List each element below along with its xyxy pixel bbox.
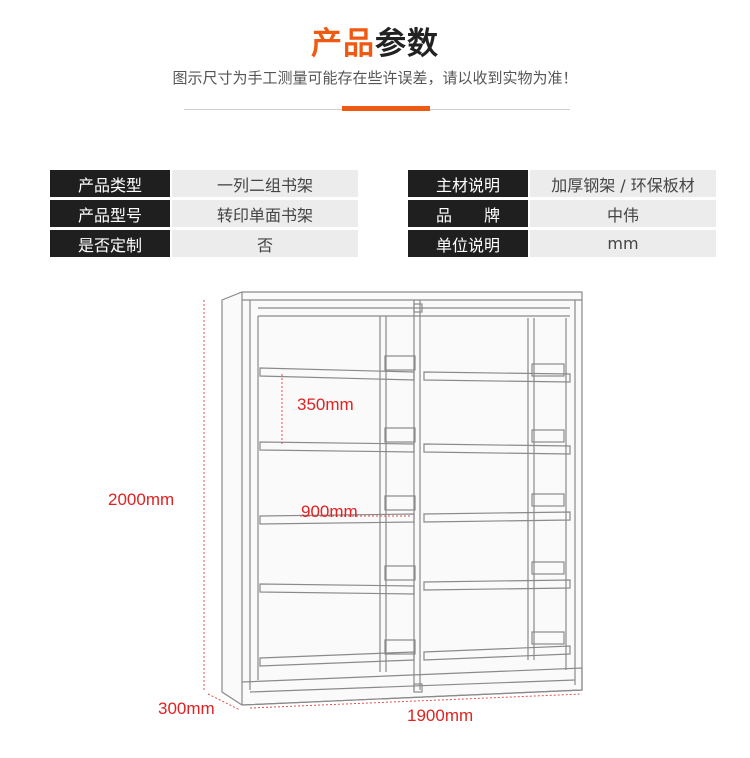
spec-row: 主材说明 加厚钢架 / 环保板材 <box>408 170 716 197</box>
title-accent: 产品 <box>311 26 375 62</box>
spec-label: 单位说明 <box>408 230 528 257</box>
dimension-shelf-gap: 350mm <box>297 395 354 414</box>
title-rest: 参数 <box>375 26 439 62</box>
spec-label: 品 牌 <box>408 200 528 227</box>
dimension-height: 2000mm <box>108 490 175 509</box>
spec-table-left: 产品类型 一列二组书架 产品型号 转印单面书架 是否定制 否 <box>50 170 358 260</box>
dimension-depth: 300mm <box>158 699 215 718</box>
dimension-width-single: 900mm <box>301 502 358 521</box>
divider-accent <box>342 106 430 111</box>
spec-value: 中伟 <box>530 200 716 227</box>
spec-row: 产品类型 一列二组书架 <box>50 170 358 197</box>
spec-row: 产品型号 转印单面书架 <box>50 200 358 227</box>
spec-value: 转印单面书架 <box>172 200 358 227</box>
spec-value: 否 <box>172 230 358 257</box>
spec-row: 单位说明 mm <box>408 230 716 257</box>
page-title: 产品参数 <box>0 18 750 63</box>
spec-label: 产品类型 <box>50 170 170 197</box>
spec-label: 产品型号 <box>50 200 170 227</box>
subtitle: 图示尺寸为手工测量可能存在些许误差，请以收到实物为准！ <box>172 69 578 87</box>
spec-value: 一列二组书架 <box>172 170 358 197</box>
spec-table-right: 主材说明 加厚钢架 / 环保板材 品 牌 中伟 单位说明 mm <box>408 170 716 260</box>
spec-value: mm <box>530 230 716 257</box>
spec-value: 加厚钢架 / 环保板材 <box>530 170 716 197</box>
spec-label: 是否定制 <box>50 230 170 257</box>
dimension-width-total: 1900mm <box>407 706 474 725</box>
spec-label: 主材说明 <box>408 170 528 197</box>
spec-row: 品 牌 中伟 <box>408 200 716 227</box>
spec-row: 是否定制 否 <box>50 230 358 257</box>
